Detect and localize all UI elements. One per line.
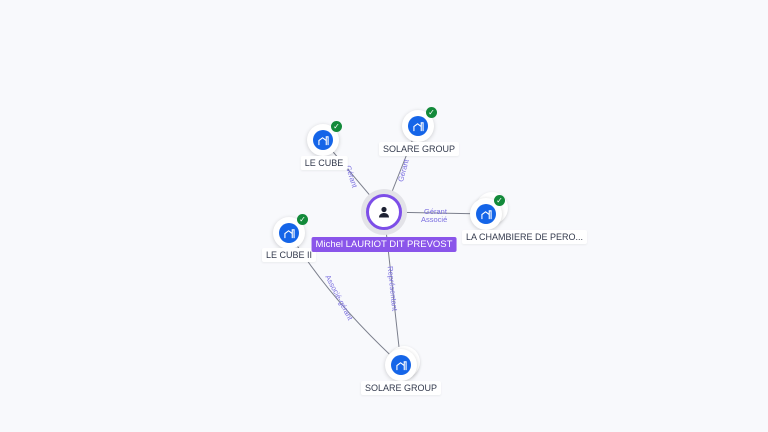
building-icon bbox=[476, 204, 496, 224]
building-icon bbox=[313, 130, 333, 150]
node-label[interactable]: SOLARE GROUP bbox=[378, 142, 460, 156]
node-label[interactable]: LA CHAMBIERE DE PERO... bbox=[462, 230, 588, 244]
verified-check-icon: ✓ bbox=[426, 107, 437, 118]
verified-check-icon: ✓ bbox=[494, 195, 505, 206]
person-icon bbox=[379, 206, 389, 218]
person-label[interactable]: Michel LAURIOT DIT PREVOST bbox=[311, 237, 457, 252]
building-icon bbox=[391, 355, 411, 375]
company-node-le-cube[interactable]: ✓ bbox=[307, 121, 342, 156]
node-label[interactable]: LE CUBE II bbox=[261, 248, 317, 262]
company-node-la-chambiere[interactable]: ✓ bbox=[470, 195, 505, 230]
company-node-le-cube-ii[interactable]: ✓ bbox=[273, 214, 308, 249]
company-node-solare-group[interactable]: ✓ bbox=[402, 107, 437, 142]
verified-check-icon: ✓ bbox=[297, 214, 308, 225]
building-icon bbox=[279, 223, 299, 243]
edge-label-gerant-chambiere: Gérant bbox=[424, 207, 447, 216]
node-label[interactable]: SOLARE GROUP bbox=[360, 381, 442, 395]
person-node[interactable] bbox=[366, 194, 402, 230]
verified-check-icon: ✓ bbox=[331, 121, 342, 132]
building-icon bbox=[408, 116, 428, 136]
company-node-solare-group-2[interactable] bbox=[385, 349, 417, 381]
edge-label-associe-chambiere: Associé bbox=[421, 215, 448, 224]
node-label[interactable]: LE CUBE bbox=[300, 156, 348, 170]
